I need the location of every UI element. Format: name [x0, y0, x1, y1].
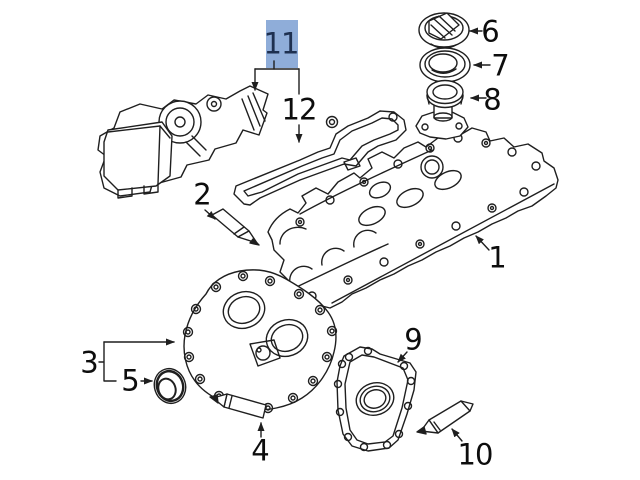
leader-arrow-9 — [397, 351, 408, 363]
leader-lines — [98, 27, 491, 442]
part-label-9[interactable]: 9 — [404, 322, 422, 357]
part-8-drawing[interactable] — [415, 79, 469, 140]
part-label-12[interactable]: 12 — [281, 92, 318, 127]
part-12-drawing[interactable] — [233, 110, 407, 206]
highlight-box — [266, 20, 298, 68]
part-11-drawing[interactable] — [97, 85, 269, 199]
part-label-1[interactable]: 1 — [488, 240, 506, 275]
leader-arrow-2 — [204, 209, 216, 220]
part-label-7[interactable]: 7 — [491, 48, 509, 83]
part-label-2[interactable]: 2 — [193, 177, 211, 212]
part-3-bolt-holes — [182, 270, 338, 414]
leader-arrow-1 — [475, 235, 490, 251]
part-4-drawing[interactable] — [209, 393, 267, 419]
part-label-3[interactable]: 3 — [80, 345, 98, 380]
leader-3-bracket — [98, 341, 117, 382]
part-6-drawing[interactable] — [418, 12, 470, 49]
part-label-6[interactable]: 6 — [481, 14, 499, 49]
part-2-drawing[interactable] — [211, 208, 260, 246]
part-10-drawing[interactable] — [416, 400, 474, 435]
part-1-drawing[interactable] — [267, 126, 559, 310]
part-7-drawing[interactable] — [419, 47, 471, 83]
part-label-4[interactable]: 4 — [251, 433, 269, 468]
part-label-10[interactable]: 10 — [457, 437, 494, 472]
part-label-8[interactable]: 8 — [483, 82, 501, 117]
part-9-drawing[interactable] — [333, 346, 417, 452]
part-3-drawing[interactable] — [182, 269, 338, 414]
leader-arrow-10 — [451, 428, 463, 442]
part-label-11-highlighted[interactable]: 11 — [263, 26, 300, 61]
part-5-drawing[interactable] — [150, 365, 190, 408]
part-label-5[interactable]: 5 — [121, 363, 139, 398]
